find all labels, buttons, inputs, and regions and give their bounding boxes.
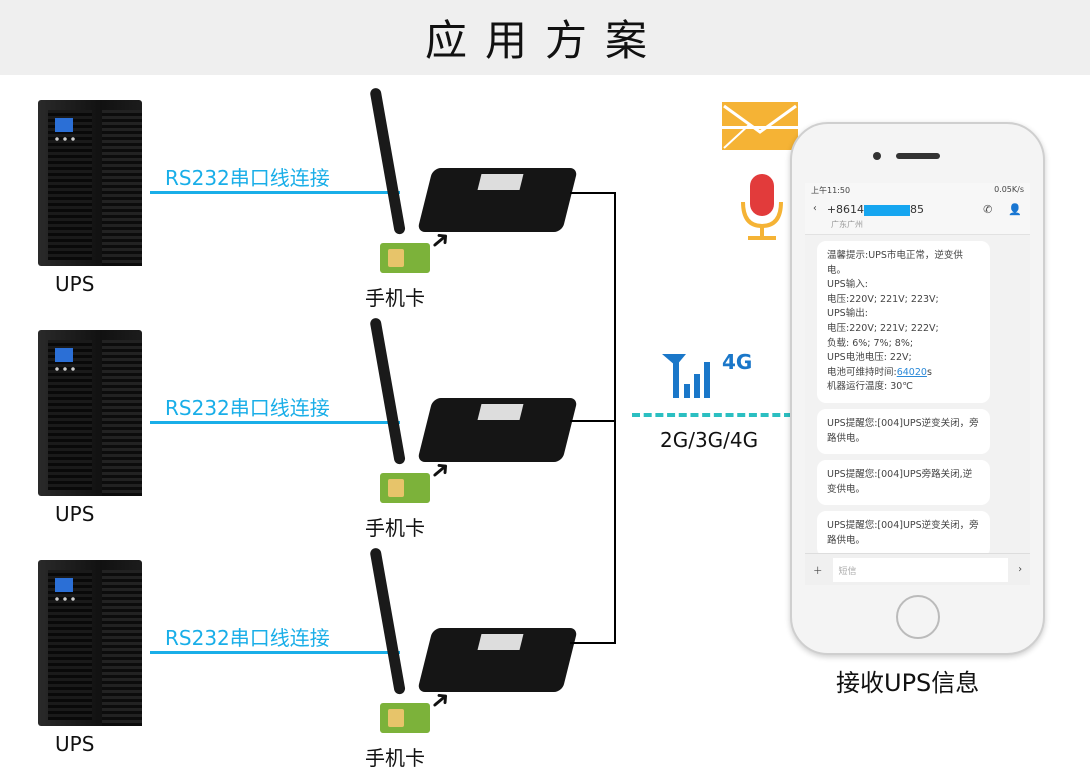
compose-bar: ＋ 短信 › xyxy=(805,553,1030,585)
cable-label: RS232串口线连接 xyxy=(165,626,330,650)
microphone-icon xyxy=(741,174,783,240)
modem-device-icon xyxy=(417,168,578,232)
receive-label: 接收UPS信息 xyxy=(836,669,980,697)
bus-line xyxy=(570,420,615,422)
cable-label: RS232串口线连接 xyxy=(165,396,330,420)
back-icon[interactable]: ‹ xyxy=(813,203,817,214)
antenna-icon xyxy=(369,317,406,465)
wireless-link-line xyxy=(632,413,792,417)
ups-row-3: UPS RS232串口线连接 ➜ 手机卡 xyxy=(0,460,620,770)
sim-label: 手机卡 xyxy=(365,516,425,540)
sim-label: 手机卡 xyxy=(365,746,425,770)
modem-device-icon xyxy=(417,628,578,692)
modem-device-icon xyxy=(417,398,578,462)
page-title: 应用方案 xyxy=(424,16,665,65)
ups-icon xyxy=(38,330,142,496)
sms-message: UPS提醒您:[004]UPS旁路关闭,逆变供电。 xyxy=(817,460,990,506)
bus-line xyxy=(570,192,615,194)
ups-label: UPS xyxy=(55,502,95,526)
bus-line-vertical xyxy=(614,192,616,644)
bus-line xyxy=(570,642,615,644)
sms-input[interactable]: 短信 xyxy=(832,557,1009,582)
rs232-cable-line xyxy=(150,421,400,424)
title-bar: 应用方案 xyxy=(0,0,1090,75)
network-label: 2G/3G/4G xyxy=(660,428,759,452)
sim-card-icon xyxy=(380,243,430,273)
plus-icon[interactable]: ＋ xyxy=(813,565,823,577)
antenna-icon xyxy=(369,547,406,695)
cable-label: RS232串口线连接 xyxy=(165,166,330,190)
contact-location: 广东广州 xyxy=(831,220,863,229)
sms-message: 温馨提示:UPS市电正常，逆变供电。 UPS输入: 电压:220V; 221V;… xyxy=(817,241,990,403)
ups-label: UPS xyxy=(55,272,95,296)
contact-icon[interactable]: 👤 xyxy=(1008,203,1022,216)
sim-label: 手机卡 xyxy=(365,286,425,310)
signal-tower-icon xyxy=(662,354,710,398)
status-speed: 0.05K/s xyxy=(994,185,1024,194)
ups-label: UPS xyxy=(55,732,95,756)
home-button[interactable] xyxy=(896,595,940,639)
status-time: 上午11:50 xyxy=(811,186,851,195)
ups-row-2: UPS RS232串口线连接 ➜ 手机卡 xyxy=(0,230,620,540)
speaker-icon xyxy=(896,153,940,159)
sim-card-icon xyxy=(380,473,430,503)
sms-message: UPS提醒您:[004]UPS逆变关闭，旁路供电。 xyxy=(817,511,990,557)
ups-icon xyxy=(38,560,142,726)
ups-row-1: UPS RS232串口线连接 ➜ 手机卡 xyxy=(0,0,620,310)
send-icon[interactable]: › xyxy=(1018,564,1022,575)
network-badge: 4G xyxy=(722,350,753,374)
rs232-cable-line xyxy=(150,191,400,194)
runtime-link[interactable]: 64020 xyxy=(896,366,927,378)
envelope-icon xyxy=(722,102,798,150)
antenna-icon xyxy=(369,87,406,235)
sim-card-icon xyxy=(380,703,430,733)
phone-call-icon[interactable]: ✆ xyxy=(983,203,993,216)
camera-icon xyxy=(873,152,881,160)
ups-icon xyxy=(38,100,142,266)
rs232-cable-line xyxy=(150,651,400,654)
sms-message: UPS提醒您:[004]UPS逆变关闭，旁路供电。 xyxy=(817,408,990,455)
status-bar: 上午11:50 0.05K/s xyxy=(805,183,1030,197)
